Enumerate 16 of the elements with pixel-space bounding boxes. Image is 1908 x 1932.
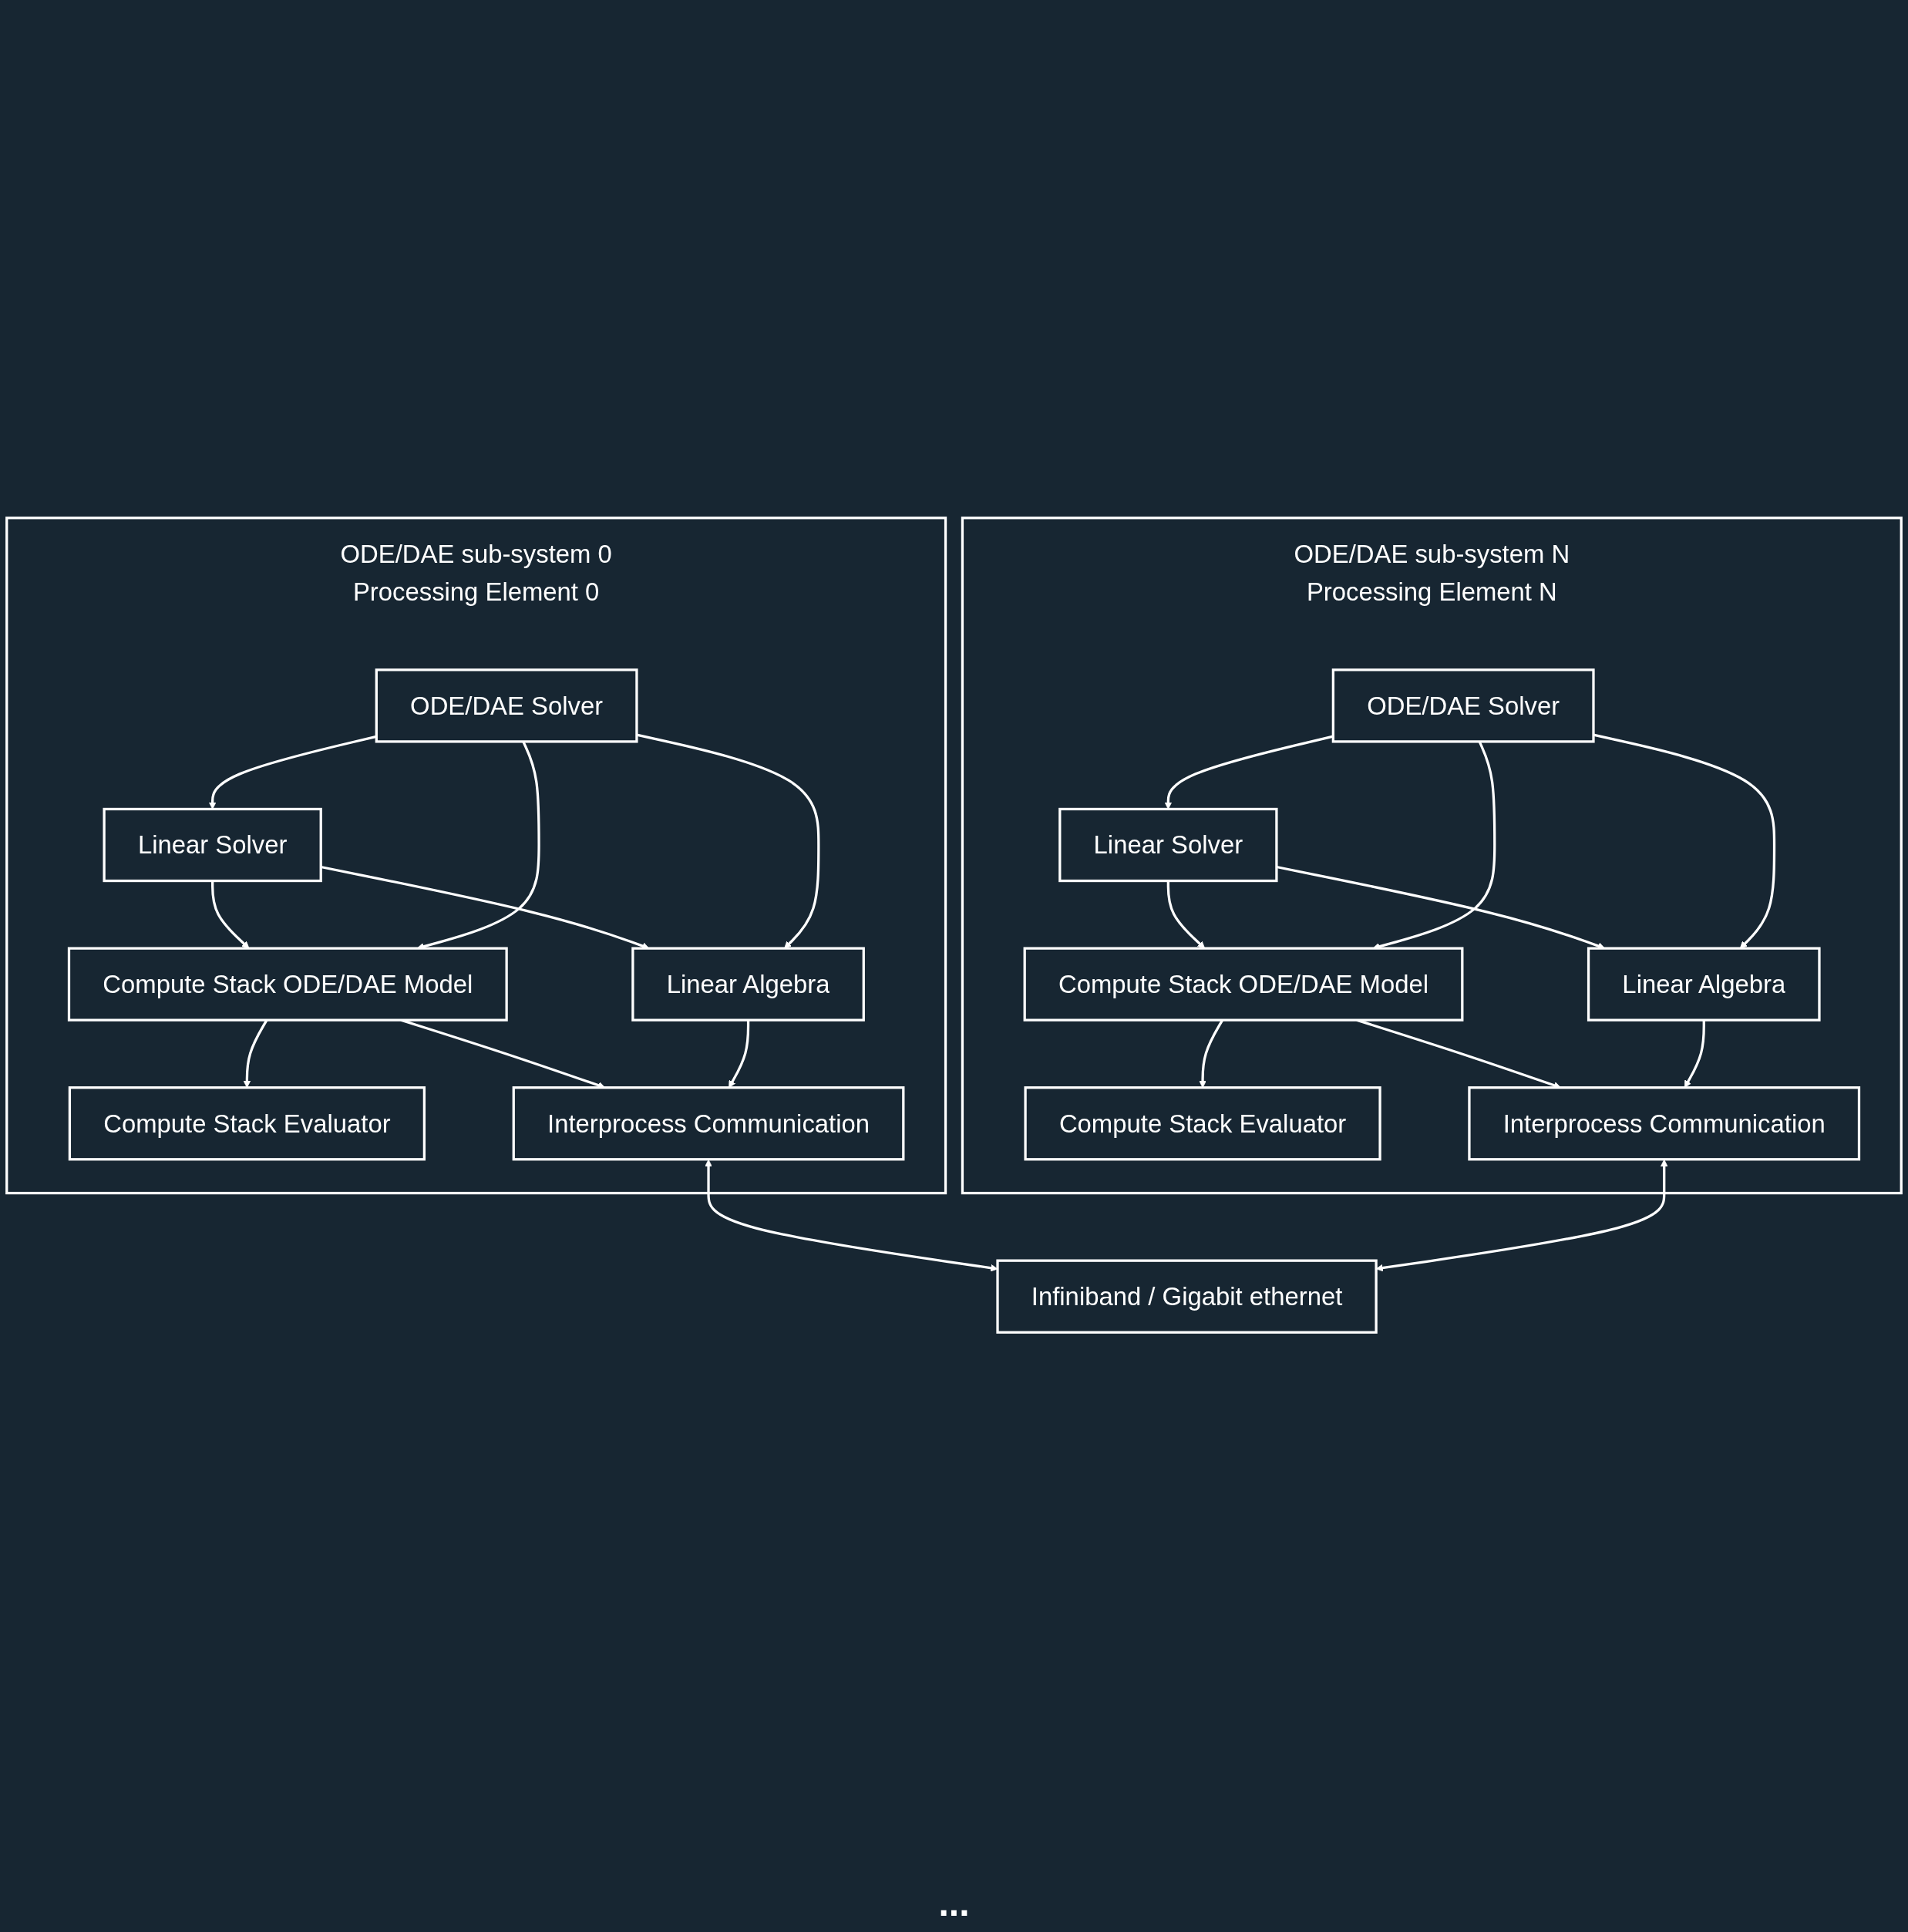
node-box: Interprocess Communication bbox=[1468, 1086, 1861, 1161]
node-box: ODE/DAE Solver bbox=[375, 668, 638, 743]
node-box: Compute Stack ODE/DAE Model bbox=[1023, 947, 1464, 1022]
node-box: Linear Algebra bbox=[631, 947, 865, 1022]
node-box: Compute Stack Evaluator bbox=[1024, 1086, 1381, 1161]
node-box: Compute Stack Evaluator bbox=[68, 1086, 426, 1161]
node-box: Linear Solver bbox=[1058, 807, 1278, 883]
arrow bbox=[1166, 880, 1206, 949]
ellipsis-label: ... bbox=[937, 1882, 971, 1924]
node-box: Compute Stack ODE/DAE Model bbox=[67, 947, 508, 1022]
node-box: Interprocess Communication bbox=[512, 1086, 905, 1161]
node-box: Linear Algebra bbox=[1587, 947, 1821, 1022]
node-box: ODE/DAE Solver bbox=[1331, 668, 1595, 743]
node-box: Infiniband / Gigabit ethernet bbox=[996, 1259, 1378, 1334]
arrow bbox=[211, 880, 250, 949]
node-box: Linear Solver bbox=[103, 807, 322, 883]
